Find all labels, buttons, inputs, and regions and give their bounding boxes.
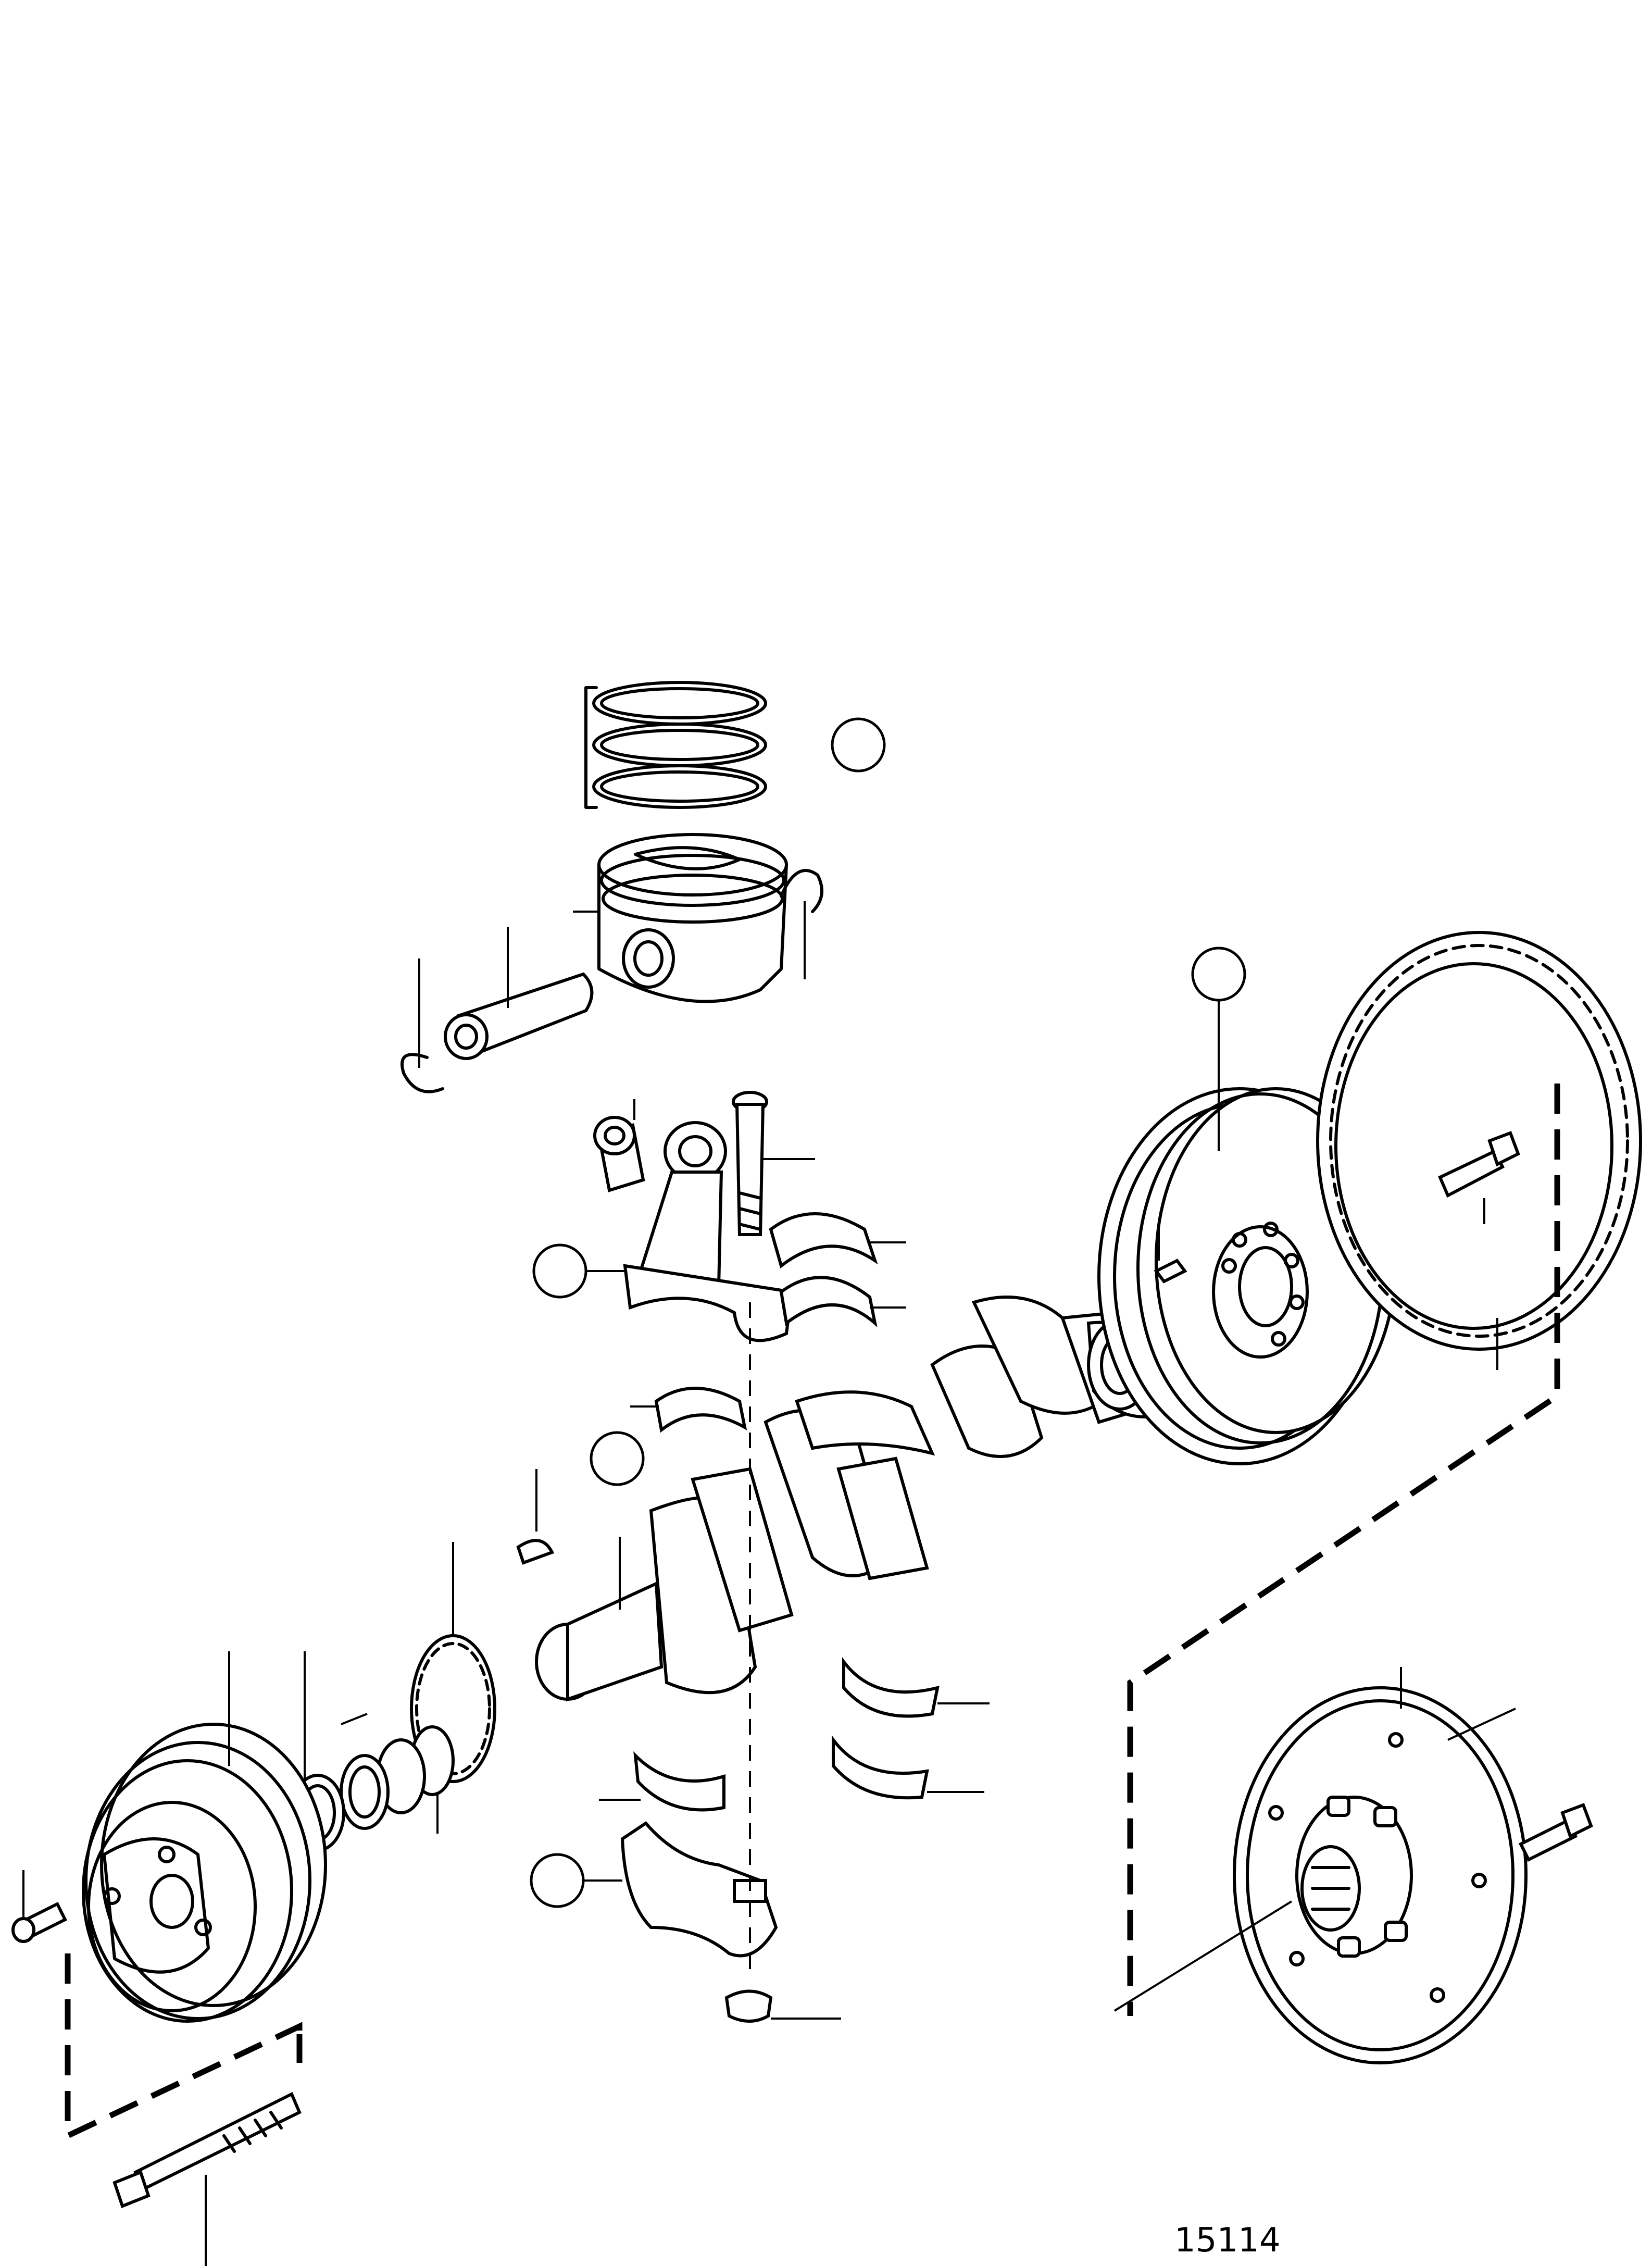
pulley-bolt <box>11 1870 68 1943</box>
callout-circle-rings <box>831 717 886 773</box>
crankshaft-pulley <box>82 1651 327 2023</box>
guide-pin <box>1154 1219 1187 1284</box>
woodruff-key <box>516 1469 555 1565</box>
callout-circle-cap <box>530 1853 585 1908</box>
callout-circle-flywheel <box>1191 947 1246 1002</box>
connecting-rod <box>583 1121 794 1342</box>
piston-rings <box>584 681 767 809</box>
rod-bolt <box>732 1091 815 1236</box>
damper-plate <box>1113 1667 1528 2064</box>
big-end-bearing-shells <box>769 1212 906 1328</box>
bushing <box>593 1099 645 1192</box>
callout-circle-crank <box>590 1431 645 1486</box>
bracket-lines <box>65 1953 303 2140</box>
piston-pin <box>444 927 594 1060</box>
damper-bolt <box>1518 1803 1593 1862</box>
cap-nut <box>724 1989 841 2023</box>
main-bearing-cap <box>583 1821 778 1958</box>
pulley-bolt <box>112 2091 302 2266</box>
figure-number: 15114 <box>1174 2221 1281 2260</box>
crankshaft <box>535 1296 1158 1702</box>
flywheel-bolt <box>1438 1131 1520 1224</box>
bracket-lines <box>1127 1084 1560 2016</box>
callout-circle-rod <box>532 1243 587 1299</box>
timing-gear <box>410 1542 496 1796</box>
main-bearing-shells <box>599 1387 990 1812</box>
piston <box>573 833 788 1003</box>
circlip <box>401 869 823 1093</box>
